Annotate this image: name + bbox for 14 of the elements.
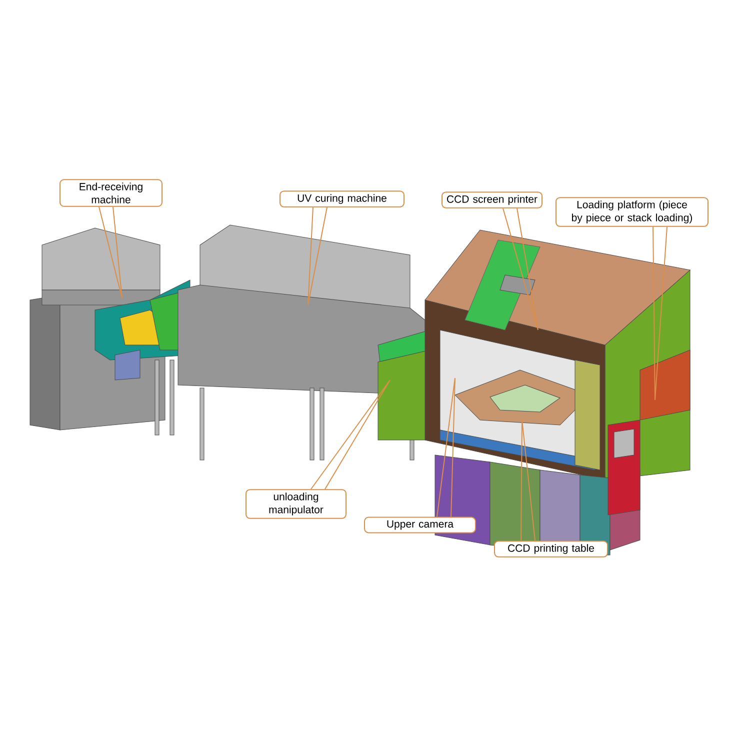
leader-line: [502, 208, 538, 330]
leader-line: [98, 206, 122, 298]
callout-box: CCD printing table: [494, 540, 608, 558]
callout-box: Upper camera: [364, 516, 476, 534]
callout-box: End-receiving machine: [60, 179, 162, 207]
leader-line: [308, 206, 328, 306]
callout-box: unloading manipulator: [246, 489, 346, 519]
leader-line: [310, 380, 390, 490]
leader-line: [436, 378, 456, 518]
leader-line: [652, 226, 668, 400]
callout-box: UV curing machine: [280, 190, 404, 208]
callout-box: CCD screen printer: [442, 192, 542, 208]
callout-box: Loading platform (piece by piece or stack loading): [556, 197, 708, 227]
leader-line: [520, 420, 536, 542]
